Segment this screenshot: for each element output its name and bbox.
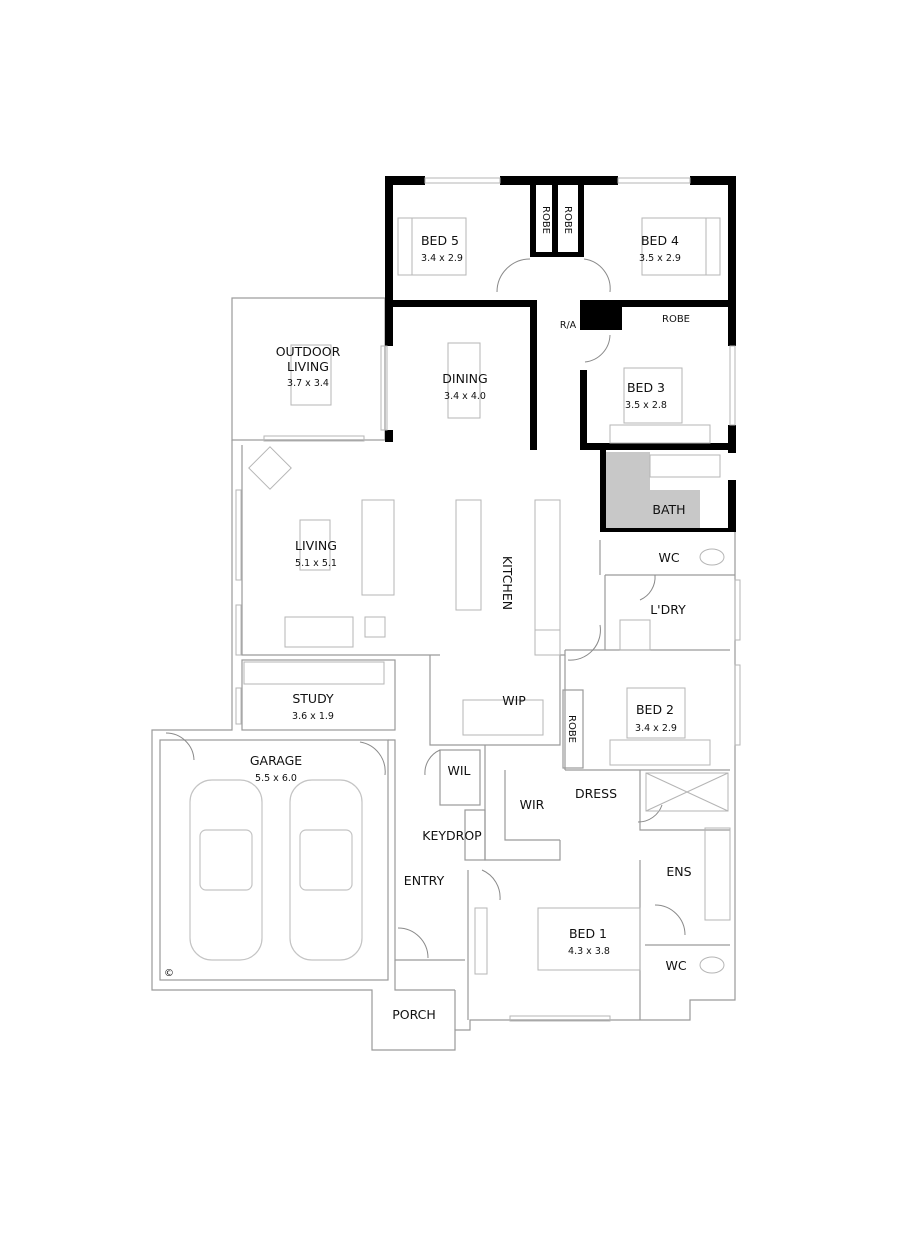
bed2-size: 3.4 x 2.9 bbox=[635, 723, 677, 734]
entry-label: ENTRY bbox=[404, 873, 445, 888]
bed3-label: BED 3 bbox=[627, 380, 665, 395]
garage-label: GARAGE bbox=[250, 753, 302, 768]
wc-upper-label: WC bbox=[658, 550, 679, 565]
outdoor-size: 3.7 x 3.4 bbox=[287, 378, 329, 389]
ens-label: ENS bbox=[666, 864, 691, 879]
bed1-size: 4.3 x 3.8 bbox=[568, 946, 610, 957]
windows bbox=[235, 177, 741, 1022]
bed5-label: BED 5 bbox=[421, 233, 459, 248]
wc-lower-label: WC bbox=[665, 958, 686, 973]
ra-label: R/A bbox=[560, 320, 577, 331]
dress-label: DRESS bbox=[575, 786, 617, 801]
furniture bbox=[243, 217, 731, 975]
bed1-label: BED 1 bbox=[569, 926, 607, 941]
living-label: LIVING bbox=[295, 538, 337, 553]
bed4-size: 3.5 x 2.9 bbox=[639, 253, 681, 264]
robe-b-label: ROBE bbox=[562, 206, 573, 234]
wir-label: WIR bbox=[520, 797, 545, 812]
dining-label: DINING bbox=[442, 371, 487, 386]
kitchen-label: KITCHEN bbox=[500, 556, 515, 610]
keydrop-label: KEYDROP bbox=[422, 828, 482, 843]
bed2-label: BED 2 bbox=[636, 702, 674, 717]
robe-bed2-label: ROBE bbox=[566, 715, 577, 743]
robe-a-label: ROBE bbox=[540, 206, 551, 234]
wil-label: WIL bbox=[447, 763, 470, 778]
study-size: 3.6 x 1.9 bbox=[292, 711, 334, 722]
bath-floor-fill bbox=[650, 490, 700, 530]
outdoor-label-2: LIVING bbox=[287, 359, 329, 374]
robe-bed3-label: ROBE bbox=[662, 314, 690, 325]
door-swings bbox=[165, 258, 686, 959]
room-labels: BED 5 3.4 x 2.9 ROBE ROBE BED 4 3.5 x 2.… bbox=[164, 206, 692, 1022]
dining-size: 3.4 x 4.0 bbox=[444, 391, 486, 402]
structural-walls bbox=[385, 176, 736, 532]
wip-label: WIP bbox=[502, 693, 526, 708]
outdoor-label-1: OUTDOOR bbox=[276, 344, 341, 359]
garage-size: 5.5 x 6.0 bbox=[255, 773, 297, 784]
bath-label: BATH bbox=[652, 502, 685, 517]
porch-label: PORCH bbox=[392, 1007, 436, 1022]
bath-shower-fill bbox=[605, 452, 650, 530]
bed5-size: 3.4 x 2.9 bbox=[421, 253, 463, 264]
bed4-label: BED 4 bbox=[641, 233, 679, 248]
living-size: 5.1 x 5.1 bbox=[295, 558, 337, 569]
bed3-size: 3.5 x 2.8 bbox=[625, 400, 667, 411]
study-label: STUDY bbox=[292, 691, 334, 706]
cars bbox=[189, 779, 363, 961]
laundry-label: L'DRY bbox=[650, 602, 686, 617]
copyright-mark: © bbox=[164, 968, 174, 979]
